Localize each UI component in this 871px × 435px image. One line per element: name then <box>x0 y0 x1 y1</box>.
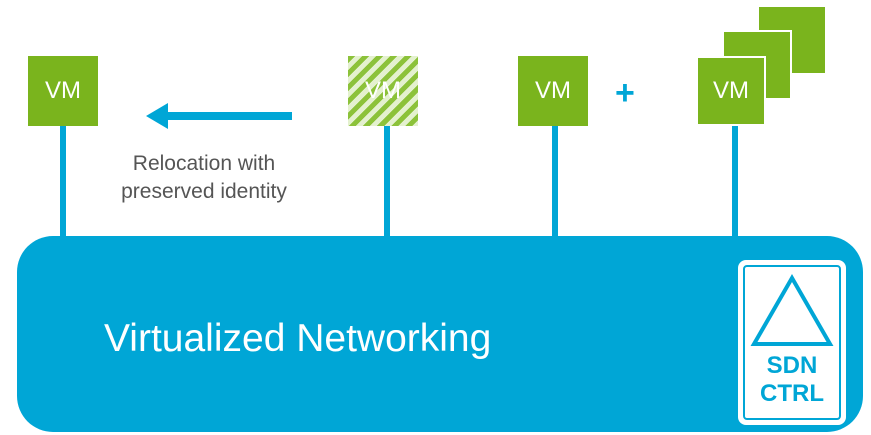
virtualized-networking-bar <box>17 236 863 432</box>
vm-link-3 <box>552 123 558 238</box>
controller-line-2: CTRL <box>760 380 824 407</box>
controller-line-1: SDN <box>766 352 818 379</box>
sdn-controller: SDN CTRL <box>738 260 846 425</box>
arrow-left-icon <box>146 103 292 129</box>
vm-link-2 <box>384 123 390 238</box>
caption-line-1: Relocation with <box>132 152 276 175</box>
controller-border <box>743 265 841 420</box>
caption-line-2: preserved identity <box>121 180 287 203</box>
relocation-caption: Relocation with preserved identity <box>84 150 324 206</box>
vm-stacked: VM <box>696 56 766 126</box>
vm-single: VM <box>518 56 588 126</box>
plus-sign: + <box>615 74 635 112</box>
vm-origin-ghost: VM <box>348 56 418 126</box>
network-label: Virtualized Networking <box>104 317 492 360</box>
vm-link-4 <box>732 123 738 238</box>
vm-link-1 <box>60 123 66 238</box>
vm-relocated: VM <box>28 56 98 126</box>
triangle-icon <box>750 274 834 346</box>
